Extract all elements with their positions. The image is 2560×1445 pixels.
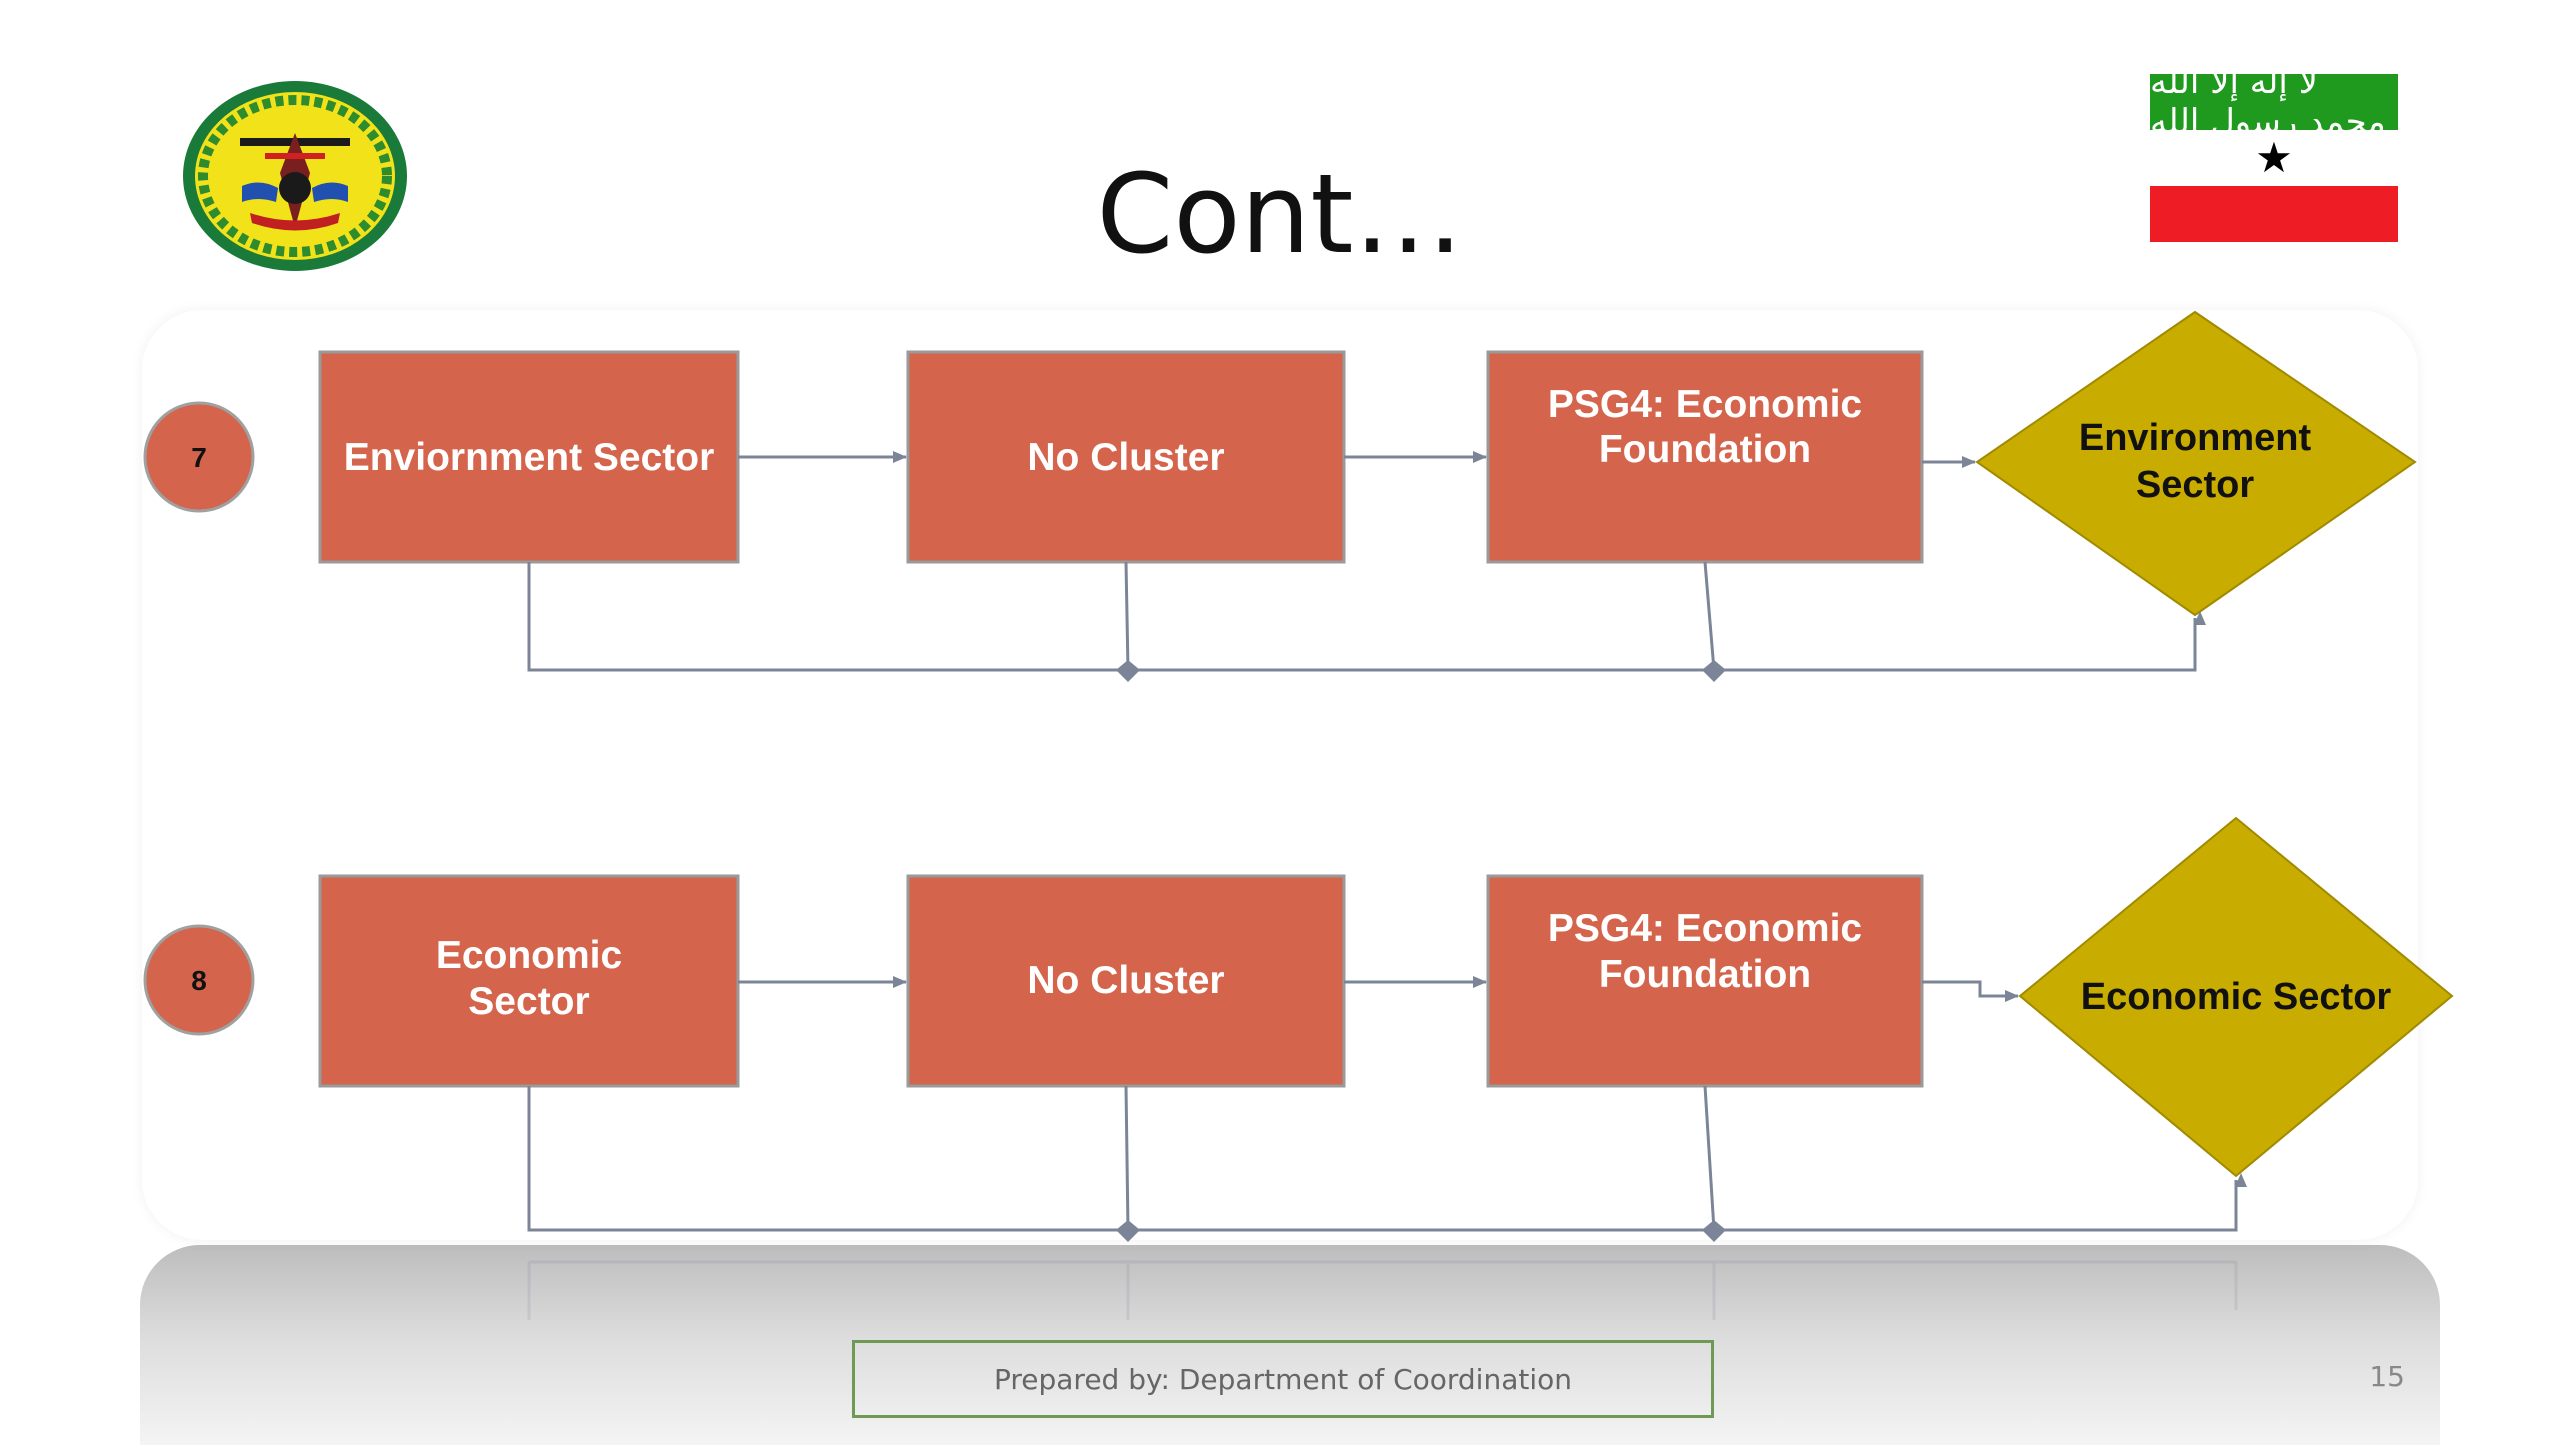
- star-icon: ★: [2255, 133, 2293, 182]
- row-number: 7: [191, 442, 207, 473]
- cluster-box-label: No Cluster: [1027, 436, 1224, 479]
- slide-title: Cont…: [1096, 150, 1464, 278]
- sector-box-label-line2: Sector: [468, 980, 589, 1023]
- sector-box: [318, 350, 740, 564]
- row-number-circle: [143, 924, 255, 1036]
- junction-marker: [1702, 1220, 1726, 1242]
- junction-marker: [1116, 660, 1140, 682]
- feedback-connector: [1124, 1085, 1130, 1231]
- psg-box-label-line2: Foundation: [1599, 428, 1811, 471]
- diagram-reflection: [527, 1260, 2238, 1320]
- cluster-box: [906, 350, 1346, 564]
- sector-box-label-line1: Economic: [436, 934, 622, 977]
- flag-script: لا إله إلا الله محمد رسول الله: [2150, 62, 2388, 142]
- sector-box-label: Enviornment Sector: [344, 436, 715, 479]
- feedback-connector: [527, 562, 2206, 672]
- arrow-connector: [1922, 980, 2019, 1002]
- sector-box: [318, 874, 740, 1088]
- junction-marker: [1702, 660, 1726, 682]
- feedback-connector: [1703, 1085, 1716, 1231]
- page-number: 15: [2369, 1360, 2405, 1393]
- feedback-connector: [527, 1086, 2247, 1232]
- flow-row-7: 7 Enviornment Sector No Cluster PSG4: Ec…: [143, 310, 2417, 682]
- psg-box: [1486, 350, 1924, 564]
- junction-marker: [1116, 1220, 1140, 1242]
- cluster-box-label: No Cluster: [1027, 959, 1224, 1002]
- psg-box-label-line1: PSG4: Economic: [1548, 907, 1862, 950]
- feedback-connector: [1703, 561, 1716, 671]
- slide-reflection-floor: [140, 1245, 2440, 1445]
- psg-box-label-line1: PSG4: Economic: [1548, 383, 1862, 426]
- flag: لا إله إلا الله محمد رسول الله ★: [2150, 62, 2398, 244]
- flag-red-band: [2150, 186, 2398, 242]
- emblem-logo: [183, 81, 407, 271]
- row-number-circle: [143, 401, 255, 513]
- psg-box-label-line2: Foundation: [1599, 953, 1811, 996]
- decision-label-line1: Environment: [2079, 417, 2312, 459]
- flow-row-8: 8 Economic Sector No Cluster PSG4: Econo…: [143, 816, 2454, 1242]
- decision-label-line2: Sector: [2136, 464, 2254, 506]
- footer-credit: Prepared by: Department of Coordination: [852, 1340, 1714, 1418]
- flag-green-band: لا إله إلا الله محمد رسول الله: [2150, 62, 2398, 142]
- row-number: 8: [191, 965, 207, 996]
- psg-box: [1486, 874, 1924, 1088]
- decision-label: Economic Sector: [2081, 976, 2392, 1018]
- feedback-connector: [1124, 561, 1130, 671]
